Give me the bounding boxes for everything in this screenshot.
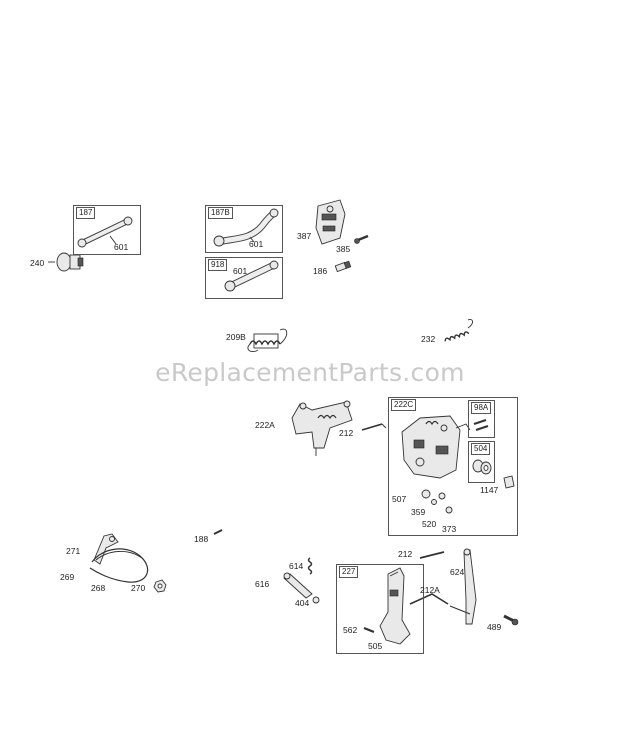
part-624-drawing [449, 548, 477, 625]
part-label-601-a: 601 [114, 242, 129, 252]
part-label-562: 562 [343, 625, 358, 635]
part-label-505: 505 [368, 641, 383, 651]
part-614-drawing [307, 557, 313, 575]
box-tag-222C: 222C [391, 399, 417, 411]
part-label-212A: 212A [420, 585, 440, 595]
part-label-270: 270 [131, 583, 146, 593]
part-270-drawing [153, 579, 167, 593]
part-187B-drawing [213, 208, 279, 247]
part-212b-drawing [419, 551, 445, 559]
box-tag-227: 227 [339, 566, 359, 578]
box-tag-98A: 98A [471, 402, 492, 414]
box-tag-504: 504 [471, 443, 491, 455]
part-918-drawing [224, 260, 279, 292]
part-404-drawing [312, 596, 320, 604]
part-label-222A: 222A [255, 420, 275, 430]
part-240-drawing [48, 252, 84, 272]
group-box-187 [73, 205, 141, 255]
part-label-616: 616 [255, 579, 270, 589]
part-271-drawing [93, 533, 119, 565]
part-label-240: 240 [30, 258, 45, 268]
part-label-271: 271 [66, 546, 81, 556]
box-tag-918: 918 [208, 259, 228, 271]
part-212A-drawing [409, 593, 449, 605]
part-232-drawing [444, 319, 474, 342]
part-label-614: 614 [289, 561, 304, 571]
part-227-drawing [379, 567, 411, 645]
part-387-drawing [315, 199, 346, 245]
part-label-387: 387 [297, 231, 312, 241]
part-label-212-b: 212 [398, 549, 413, 559]
part-489-drawing [503, 614, 519, 626]
box-tag-187: 187 [76, 207, 96, 219]
part-label-601-c: 601 [233, 266, 248, 276]
group-box-918 [205, 257, 283, 299]
group-box-227 [336, 564, 424, 654]
part-268-drawing [89, 548, 149, 583]
part-label-489: 489 [487, 622, 502, 632]
part-616-drawing [283, 572, 313, 599]
part-label-520: 520 [422, 519, 437, 529]
small-parts-222C-drawing [421, 489, 453, 514]
part-98A-drawing [473, 419, 489, 431]
part-504-drawing [472, 459, 492, 475]
group-box-504 [468, 441, 495, 483]
part-187-drawing [77, 216, 133, 248]
part-222C-drawing [401, 415, 471, 479]
part-label-268: 268 [91, 583, 106, 593]
part-label-269: 269 [60, 572, 75, 582]
part-label-209B: 209B [226, 332, 246, 342]
group-box-98A [468, 400, 495, 438]
part-1147-drawing [503, 475, 515, 489]
part-label-1147: 1147 [480, 485, 499, 495]
part-222A-drawing [291, 400, 353, 456]
part-209B-drawing [247, 328, 288, 353]
group-box-222C [388, 397, 518, 536]
part-label-507: 507 [392, 494, 407, 504]
part-label-188: 188 [194, 534, 209, 544]
part-562-drawing [363, 626, 375, 634]
box-tag-187B: 187B [208, 207, 233, 219]
part-385-drawing [354, 234, 369, 244]
part-label-601-b: 601 [249, 239, 264, 249]
part-188-drawing [213, 529, 223, 535]
part-label-232: 232 [421, 334, 436, 344]
part-label-359: 359 [411, 507, 426, 517]
part-label-186: 186 [313, 266, 328, 276]
part-label-385: 385 [336, 244, 351, 254]
part-212a-drawing [361, 423, 387, 431]
part-label-624: 624 [450, 567, 465, 577]
group-box-187B [205, 205, 283, 253]
part-label-212-a: 212 [339, 428, 354, 438]
part-186-drawing [334, 260, 352, 273]
part-label-404: 404 [295, 598, 310, 608]
part-label-373: 373 [442, 524, 457, 534]
